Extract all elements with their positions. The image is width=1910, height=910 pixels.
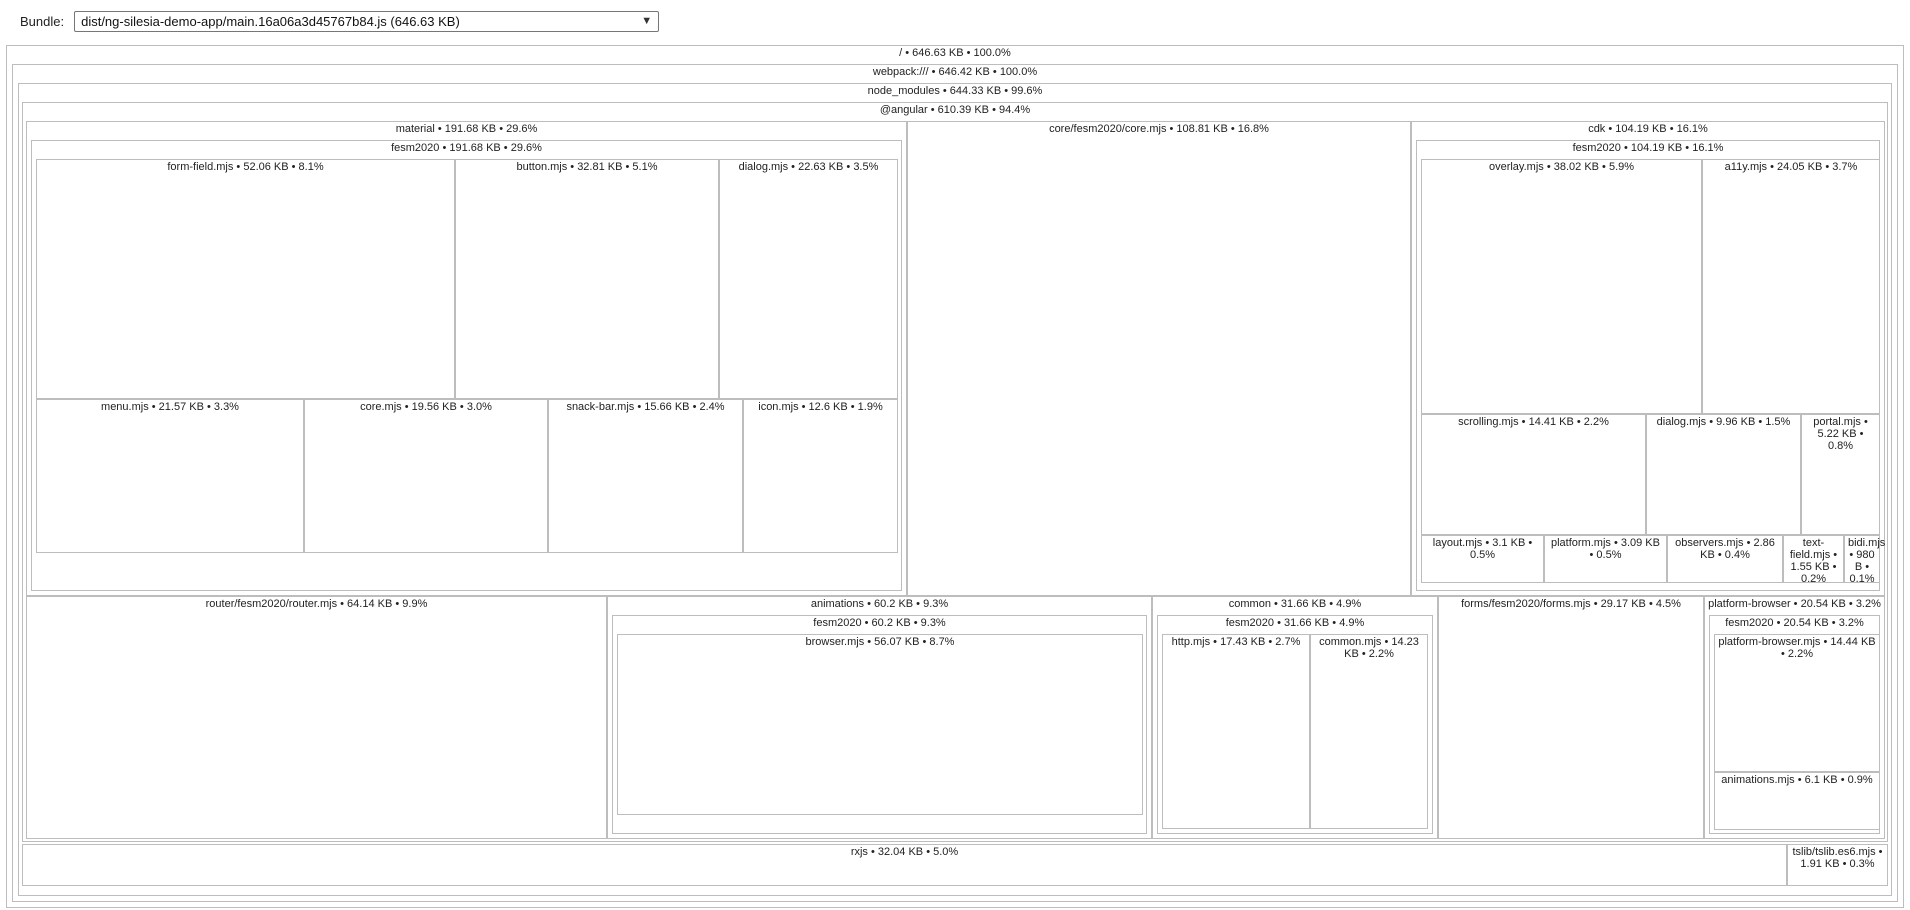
treemap-node-label: @angular • 610.39 KB • 94.4% [879,104,1031,116]
treemap-node-label: core.mjs • 19.56 KB • 3.0% [360,401,492,413]
treemap-node-observers[interactable]: observers.mjs • 2.86 KB • 0.4% [1667,535,1783,583]
treemap-node-text-field[interactable]: text-field.mjs • 1.55 KB • 0.2% [1783,535,1844,585]
treemap-node-label: form-field.mjs • 52.06 KB • 8.1% [167,161,324,173]
treemap-node-label: snack-bar.mjs • 15.66 KB • 2.4% [566,401,725,413]
bundle-select-value: dist/ng-silesia-demo-app/main.16a06a3d45… [81,13,460,29]
treemap-node-router[interactable]: router/fesm2020/router.mjs • 64.14 KB • … [26,596,607,839]
treemap-node-common-mjs[interactable]: common.mjs • 14.23 KB • 2.2% [1310,634,1428,829]
treemap-node-core[interactable]: core/fesm2020/core.mjs • 108.81 KB • 16.… [907,121,1411,596]
treemap-node-label: button.mjs • 32.81 KB • 5.1% [516,161,658,173]
bundle-selector-row: Bundle: dist/ng-silesia-demo-app/main.16… [20,10,660,32]
treemap-node-label: forms/fesm2020/forms.mjs • 29.17 KB • 4.… [1461,598,1681,610]
treemap-node-label: a11y.mjs • 24.05 KB • 3.7% [1724,161,1858,173]
treemap-node-label: router/fesm2020/router.mjs • 64.14 KB • … [205,598,428,610]
treemap-node-label: dialog.mjs • 9.96 KB • 1.5% [1656,416,1791,428]
chevron-down-icon: ▼ [641,15,653,27]
treemap-node-label: fesm2020 • 191.68 KB • 29.6% [391,142,542,154]
treemap-node-a11y[interactable]: a11y.mjs • 24.05 KB • 3.7% [1702,159,1880,414]
treemap-node-label: platform-browser.mjs • 14.44 KB • 2.2% [1718,636,1876,660]
treemap-node-label: common.mjs • 14.23 KB • 2.2% [1319,636,1419,660]
treemap-node-label: tslib/tslib.es6.mjs • 1.91 KB • 0.3% [1792,846,1883,870]
treemap-node-label: icon.mjs • 12.6 KB • 1.9% [758,401,883,413]
treemap-node-label: node_modules • 644.33 KB • 99.6% [867,85,1043,97]
treemap-node-snack-bar[interactable]: snack-bar.mjs • 15.66 KB • 2.4% [548,399,743,553]
treemap-node-label: platform-browser • 20.54 KB • 3.2% [1708,598,1881,610]
treemap-node-label: fesm2020 • 60.2 KB • 9.3% [813,617,946,629]
treemap-node-label: http.mjs • 17.43 KB • 2.7% [1171,636,1301,648]
treemap-node-forms[interactable]: forms/fesm2020/forms.mjs • 29.17 KB • 4.… [1438,596,1704,839]
treemap-node-label: core/fesm2020/core.mjs • 108.81 KB • 16.… [1049,123,1269,135]
treemap-node-platform[interactable]: platform.mjs • 3.09 KB • 0.5% [1544,535,1667,583]
treemap-node-tslib[interactable]: tslib/tslib.es6.mjs • 1.91 KB • 0.3% [1787,844,1888,886]
treemap-node-label: platform.mjs • 3.09 KB • 0.5% [1550,537,1660,561]
treemap-node-label: text-field.mjs • 1.55 KB • 0.2% [1789,537,1838,585]
treemap-node-label: common • 31.66 KB • 4.9% [1228,598,1362,610]
treemap-node-label: layout.mjs • 3.1 KB • 0.5% [1432,537,1533,561]
treemap-node-browser[interactable]: browser.mjs • 56.07 KB • 8.7% [617,634,1143,815]
treemap-node-label: rxjs • 32.04 KB • 5.0% [850,846,959,858]
treemap-node-mat-dialog[interactable]: dialog.mjs • 22.63 KB • 3.5% [719,159,898,399]
treemap-node-label: portal.mjs • 5.22 KB • 0.8% [1813,416,1868,452]
treemap-node-button[interactable]: button.mjs • 32.81 KB • 5.1% [455,159,719,399]
treemap-node-portal[interactable]: portal.mjs • 5.22 KB • 0.8% [1801,414,1880,535]
treemap-node-scrolling[interactable]: scrolling.mjs • 14.41 KB • 2.2% [1421,414,1646,535]
treemap-node-label: fesm2020 • 104.19 KB • 16.1% [1572,142,1724,154]
treemap-node-label: dialog.mjs • 22.63 KB • 3.5% [738,161,879,173]
treemap-node-label: observers.mjs • 2.86 KB • 0.4% [1675,537,1775,561]
treemap-node-label: material • 191.68 KB • 29.6% [395,123,538,135]
treemap-node-mat-core[interactable]: core.mjs • 19.56 KB • 3.0% [304,399,548,553]
treemap-node-label: scrolling.mjs • 14.41 KB • 2.2% [1458,416,1609,428]
treemap-node-label: cdk • 104.19 KB • 16.1% [1588,123,1708,135]
treemap-node-cdk-dialog[interactable]: dialog.mjs • 9.96 KB • 1.5% [1646,414,1801,535]
treemap-node-label: animations.mjs • 6.1 KB • 0.9% [1721,774,1873,786]
bundle-label: Bundle: [20,13,65,29]
treemap-node-label: bidi.mjs • 980 B • 0.1% [1848,537,1886,585]
treemap-node-layout[interactable]: layout.mjs • 3.1 KB • 0.5% [1421,535,1544,583]
treemap-node-pb-anim[interactable]: animations.mjs • 6.1 KB • 0.9% [1714,772,1880,830]
treemap-node-pb-mjs[interactable]: platform-browser.mjs • 14.44 KB • 2.2% [1714,634,1880,772]
treemap-node-bidi[interactable]: bidi.mjs • 980 B • 0.1% [1844,535,1886,585]
treemap-node-label: browser.mjs • 56.07 KB • 8.7% [805,636,955,648]
treemap-node-label: overlay.mjs • 38.02 KB • 5.9% [1488,161,1635,173]
treemap-node-overlay[interactable]: overlay.mjs • 38.02 KB • 5.9% [1421,159,1702,414]
treemap-node-rxjs[interactable]: rxjs • 32.04 KB • 5.0% [22,844,1787,886]
treemap-node-menu[interactable]: menu.mjs • 21.57 KB • 3.3% [36,399,304,553]
treemap-node-label: fesm2020 • 20.54 KB • 3.2% [1725,617,1864,629]
treemap-node-label: animations • 60.2 KB • 9.3% [810,598,949,610]
treemap-node-label: fesm2020 • 31.66 KB • 4.9% [1225,617,1365,629]
treemap-node-label: / • 646.63 KB • 100.0% [899,47,1011,59]
treemap-node-form-field[interactable]: form-field.mjs • 52.06 KB • 8.1% [36,159,455,399]
bundle-select[interactable]: dist/ng-silesia-demo-app/main.16a06a3d45… [74,10,660,32]
treemap-node-icon[interactable]: icon.mjs • 12.6 KB • 1.9% [743,399,898,553]
treemap-node-label: menu.mjs • 21.57 KB • 3.3% [101,401,239,413]
treemap-node-label: webpack:/// • 646.42 KB • 100.0% [872,66,1038,78]
treemap-node-http[interactable]: http.mjs • 17.43 KB • 2.7% [1162,634,1310,829]
